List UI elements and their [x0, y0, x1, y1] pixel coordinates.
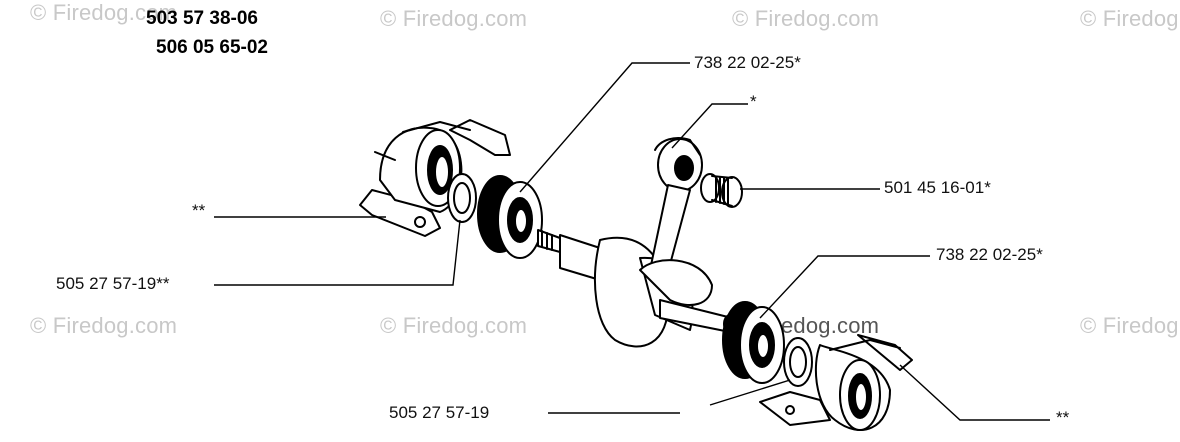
callout-bearing-bottom[interactable]: 738 22 02-25*: [936, 245, 1043, 264]
leader-conrod: [671, 103, 748, 149]
connecting-rod: [639, 137, 713, 306]
callout-housing-left[interactable]: **: [192, 201, 206, 220]
watermark: © Firedog.com: [1080, 6, 1180, 31]
callout-conrod[interactable]: *: [750, 92, 757, 111]
leader-seal-bottom-tail: [709, 379, 791, 406]
leader-housing-right: [899, 364, 1050, 421]
watermark: © Firedog.com: [30, 0, 178, 25]
leader-bearing-top: [519, 62, 690, 193]
callout-housing-right[interactable]: **: [1056, 408, 1070, 427]
left-seal-ring: [447, 173, 477, 223]
needle-bearing: [700, 173, 743, 208]
part-number-secondary: 506 05 65-02: [156, 37, 268, 58]
leader-seal-left: [214, 219, 461, 286]
leader-lines: [214, 62, 1050, 421]
callout-seal-left[interactable]: 505 27 57-19**: [56, 274, 170, 293]
callout-seal-bottom[interactable]: 505 27 57-19: [389, 403, 490, 422]
right-bearing-housing: [759, 334, 913, 431]
part-number-primary: 503 57 38-06: [146, 8, 258, 29]
left-ball-bearing: [477, 175, 543, 259]
right-ball-bearing: [722, 301, 785, 384]
watermark: © Firedog.com: [380, 6, 528, 31]
watermark: © Firedog.com: [1080, 313, 1180, 338]
watermark: © Firedog.com: [30, 313, 178, 338]
left-bearing-housing: [359, 119, 511, 237]
watermark: © Firedog.com: [380, 313, 528, 338]
callout-bearing-top[interactable]: 738 22 02-25*: [694, 53, 801, 72]
watermark: © Firedog.com: [732, 6, 880, 31]
leader-bearing-bottom: [759, 255, 930, 319]
right-seal-ring: [783, 337, 813, 387]
callout-needle-bearing[interactable]: 501 45 16-01*: [884, 178, 991, 197]
